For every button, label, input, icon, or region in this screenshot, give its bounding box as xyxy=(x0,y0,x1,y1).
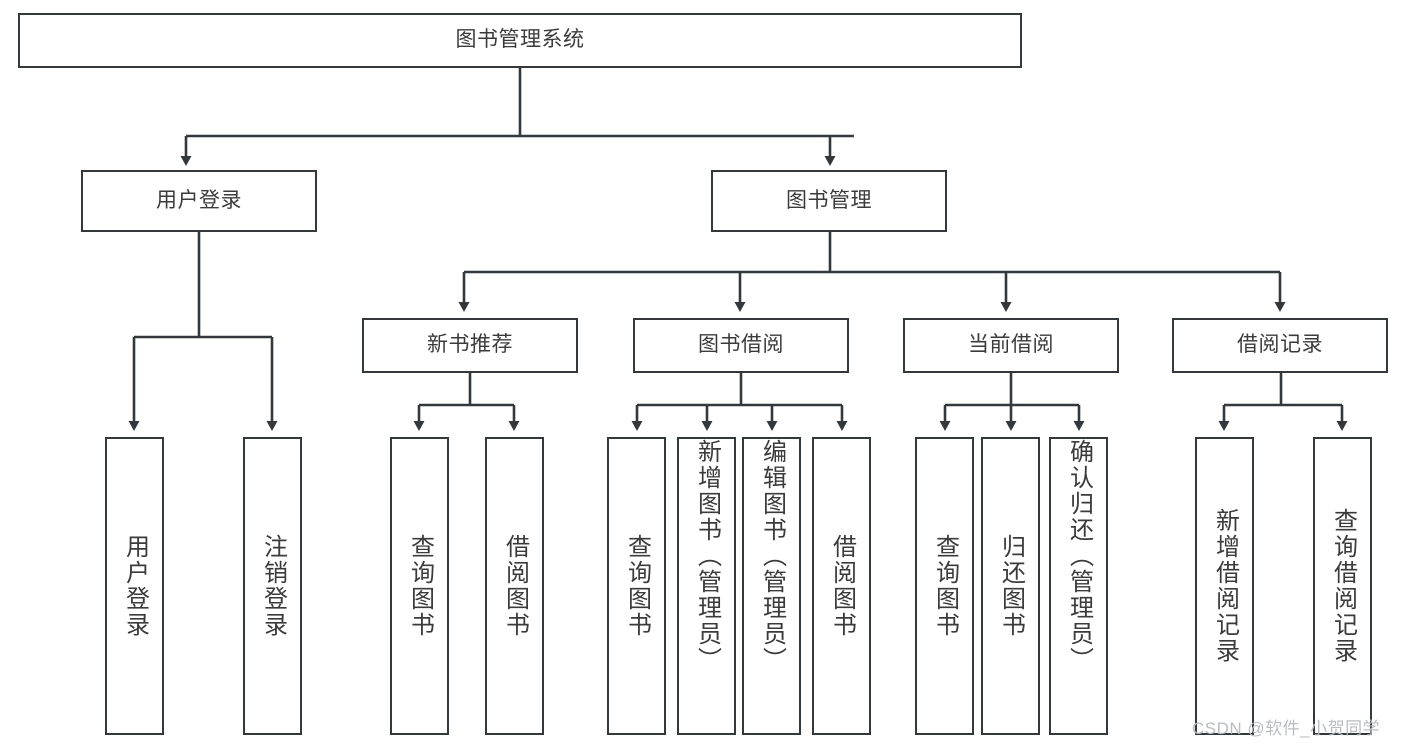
node-book-borrow-label: 图书借阅 xyxy=(698,333,784,357)
node-leaf-query-book-1-label: 查询图书 xyxy=(406,534,434,638)
node-borrow-record[interactable]: 借阅记录 xyxy=(1172,318,1388,373)
node-leaf-query-book-3-label: 查询图书 xyxy=(931,534,959,638)
node-leaf-return-book-label: 归还图书 xyxy=(997,534,1025,638)
node-leaf-query-record-label: 查询借阅记录 xyxy=(1329,508,1357,664)
node-current-borrow[interactable]: 当前借阅 xyxy=(903,318,1119,373)
node-leaf-user-login[interactable]: 用户登录 xyxy=(105,437,164,735)
node-user-login[interactable]: 用户登录 xyxy=(81,170,317,232)
node-user-login-label: 用户登录 xyxy=(156,188,242,212)
node-leaf-logout-label: 注销登录 xyxy=(259,534,287,638)
node-new-book-recommend-label: 新书推荐 xyxy=(427,333,513,357)
node-leaf-query-book-2-label: 查询图书 xyxy=(623,534,651,638)
node-leaf-query-book-3[interactable]: 查询图书 xyxy=(915,437,974,735)
node-root-label: 图书管理系统 xyxy=(455,28,585,52)
node-leaf-borrow-book-1-label: 借阅图书 xyxy=(501,534,529,638)
node-leaf-borrow-book-1[interactable]: 借阅图书 xyxy=(485,437,544,735)
node-leaf-return-book[interactable]: 归还图书 xyxy=(981,437,1040,735)
node-leaf-confirm-return-label: 确认归还（管理员） xyxy=(1065,439,1093,673)
node-book-manage[interactable]: 图书管理 xyxy=(711,170,947,232)
node-book-borrow[interactable]: 图书借阅 xyxy=(633,318,849,373)
node-leaf-add-record-label: 新增借阅记录 xyxy=(1211,508,1239,664)
node-leaf-logout[interactable]: 注销登录 xyxy=(243,437,302,735)
node-leaf-edit-book-label: 编辑图书（管理员） xyxy=(758,439,786,673)
node-book-manage-label: 图书管理 xyxy=(786,188,872,212)
node-leaf-edit-book[interactable]: 编辑图书（管理员） xyxy=(742,437,801,735)
node-leaf-borrow-book-2[interactable]: 借阅图书 xyxy=(812,437,871,735)
node-leaf-user-login-label: 用户登录 xyxy=(121,534,149,638)
node-leaf-borrow-book-2-label: 借阅图书 xyxy=(828,534,856,638)
node-current-borrow-label: 当前借阅 xyxy=(968,333,1054,357)
node-leaf-query-book-2[interactable]: 查询图书 xyxy=(607,437,666,735)
node-leaf-add-record[interactable]: 新增借阅记录 xyxy=(1195,437,1254,735)
node-leaf-add-book[interactable]: 新增图书（管理员） xyxy=(677,437,736,735)
node-leaf-confirm-return[interactable]: 确认归还（管理员） xyxy=(1049,437,1108,735)
node-root[interactable]: 图书管理系统 xyxy=(18,13,1022,68)
node-borrow-record-label: 借阅记录 xyxy=(1237,333,1323,357)
node-leaf-query-record[interactable]: 查询借阅记录 xyxy=(1313,437,1372,735)
node-new-book-recommend[interactable]: 新书推荐 xyxy=(362,318,578,373)
node-leaf-query-book-1[interactable]: 查询图书 xyxy=(390,437,449,735)
node-leaf-add-book-label: 新增图书（管理员） xyxy=(693,439,721,673)
